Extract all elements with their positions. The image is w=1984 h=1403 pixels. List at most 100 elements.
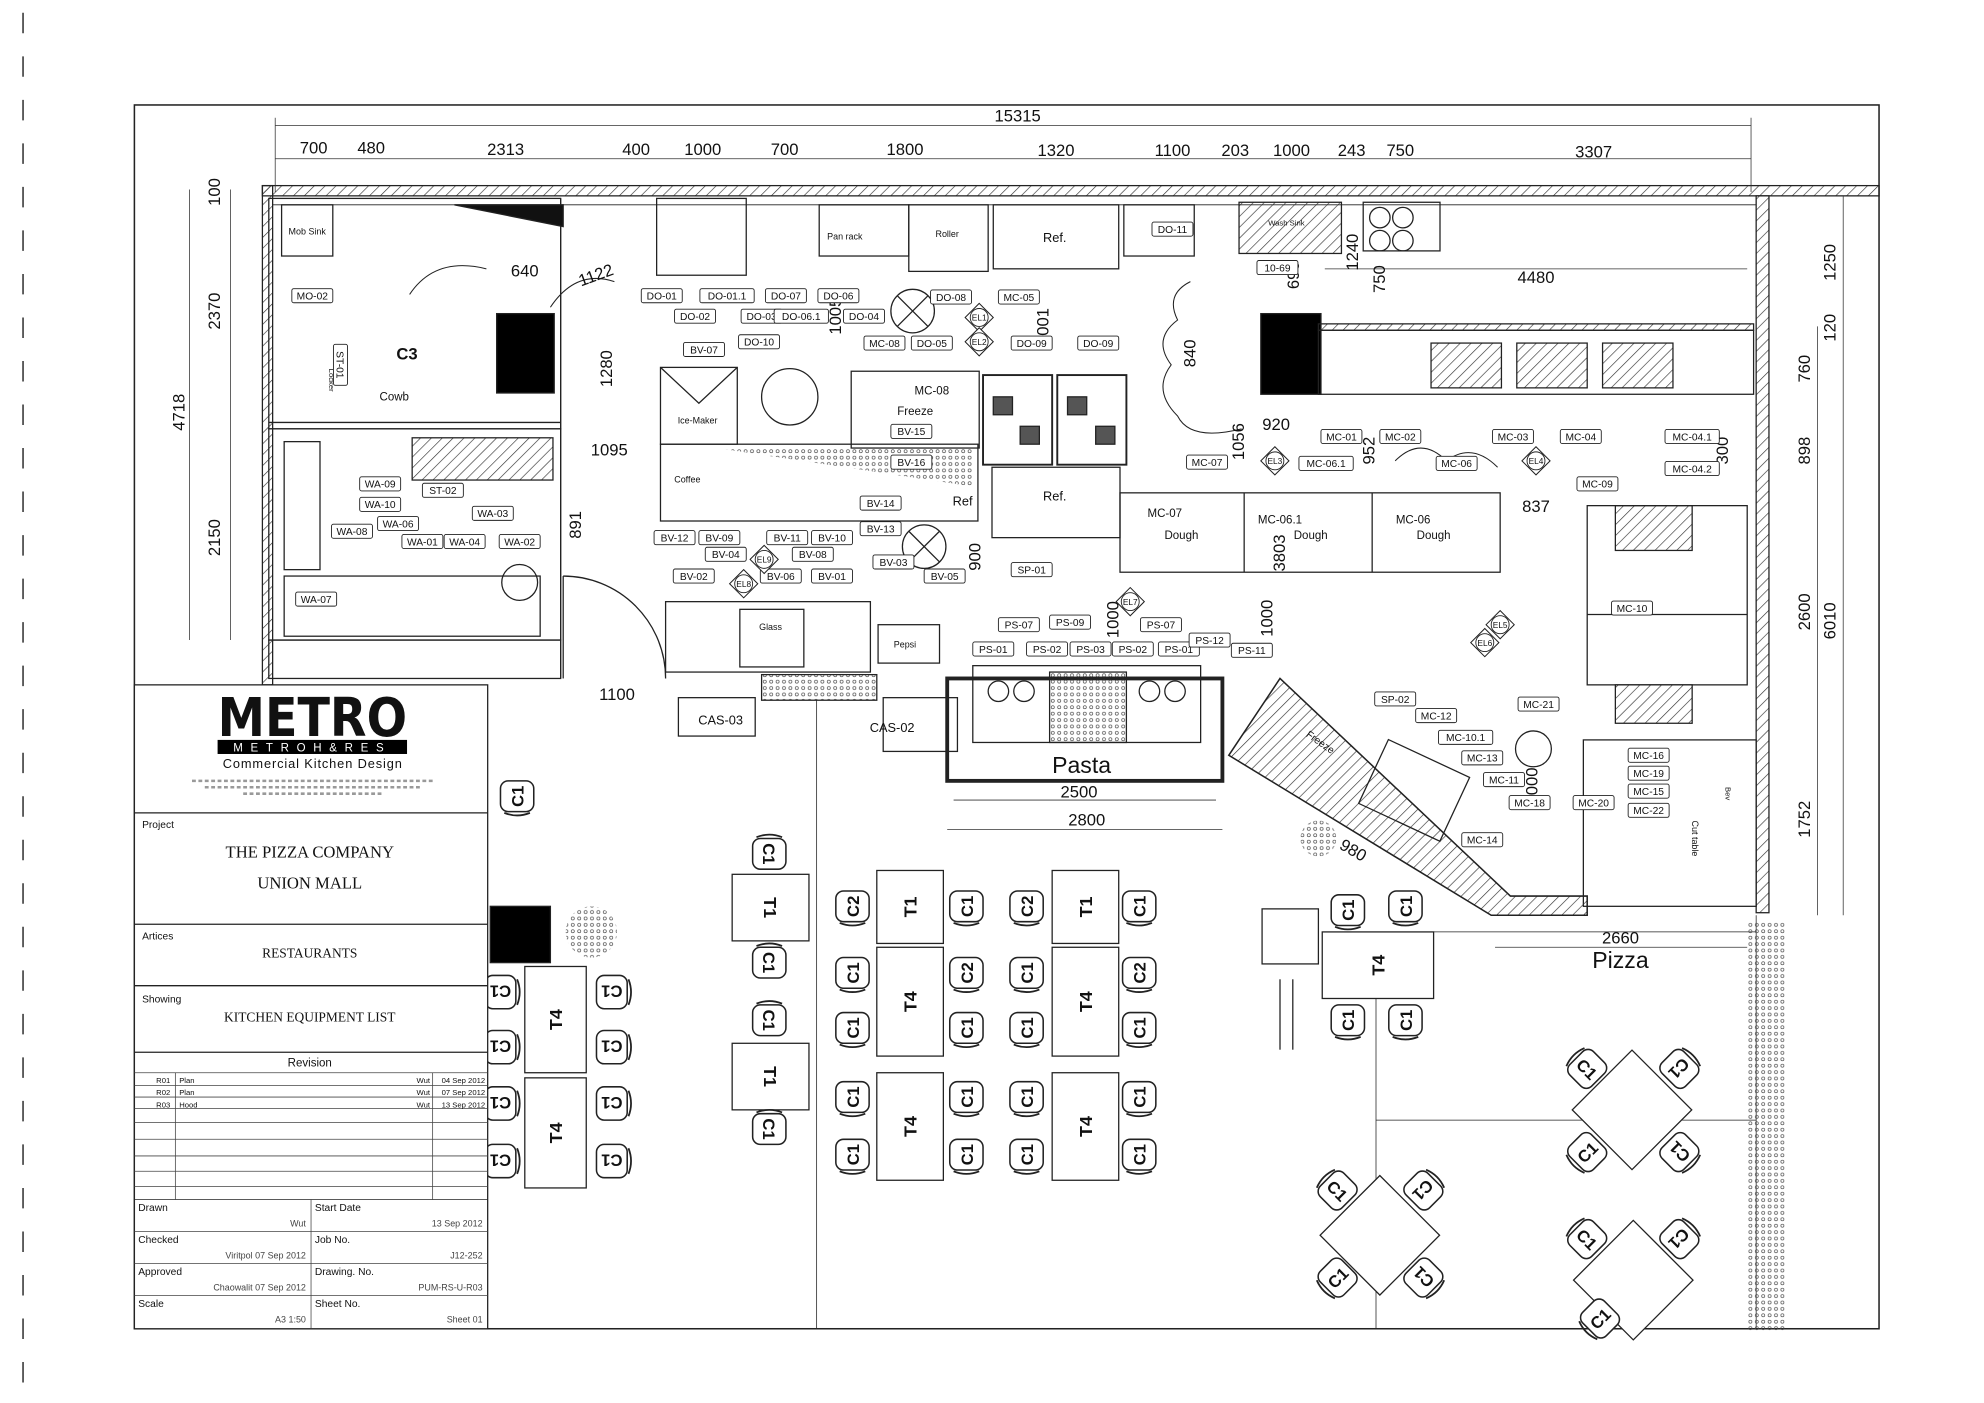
chair-label: C1	[759, 1010, 778, 1031]
chair: C1	[1009, 1138, 1044, 1175]
dimension-label: 1280	[597, 350, 616, 387]
equipment-tag-label: DO-11	[1158, 225, 1188, 236]
equipment-tag-label: BV-07	[690, 345, 718, 356]
dimension-label: 1100	[599, 685, 635, 704]
dining-table: T4	[1051, 1072, 1120, 1181]
title-block: METRO METROH&RES Commercial Kitchen Desi…	[133, 684, 489, 1330]
equipment-tag-label: MC-21	[1523, 700, 1554, 711]
area-label: Cowb	[380, 392, 409, 404]
approved-label: Approved	[138, 1267, 182, 1278]
equipment-tag-label: MC-02	[1385, 432, 1416, 443]
equipment-tag-label: MC-09	[1582, 480, 1613, 491]
area-label: C3	[396, 345, 417, 364]
equipment-tag-label: MC-05	[1004, 293, 1035, 304]
equipment-tags: MO-02ST-01WA-09WA-10ST-02WA-03WA-08WA-06…	[291, 221, 1720, 848]
equipment-tag-label: BV-06	[767, 572, 795, 583]
equipment-tag: BV-07	[683, 341, 725, 357]
equipment-tag: BV-14	[859, 495, 902, 511]
chair-label: C1	[601, 1037, 622, 1056]
equipment-tag: WA-03	[471, 505, 514, 521]
equipment-tag-label: WA-04	[449, 537, 480, 548]
dimension-label: 2660	[1602, 928, 1639, 947]
dimension-label: 1122	[576, 260, 616, 290]
equipment-tag-label: MC-15	[1633, 787, 1664, 798]
dimension-label: 243	[1338, 141, 1366, 160]
equipment-tag: MC-14	[1461, 832, 1504, 848]
articles-label: Artices	[142, 932, 173, 943]
checked-value: Viritpol 07 Sep 2012	[225, 1250, 305, 1260]
chair: C1	[1388, 890, 1423, 927]
dimension-label: 750	[1370, 265, 1389, 293]
chair-label: C1	[759, 843, 778, 864]
equipment-tag: PS-07	[1140, 617, 1182, 633]
equipment-tag-label: MC-06.1	[1306, 459, 1346, 470]
equipment-tag: DO-08	[930, 289, 972, 305]
chair: C1	[948, 890, 984, 927]
equipment-tag: DO-09	[1077, 335, 1120, 351]
chair: C1	[1315, 1168, 1358, 1211]
chair: C1	[1121, 1080, 1157, 1118]
elevation-marker: EL3	[1260, 446, 1290, 476]
dining-table: T4	[876, 1072, 944, 1181]
equipment-tag: DO-01.1	[699, 288, 755, 304]
equipment-tag-label: DO-01.1	[708, 292, 747, 303]
equipment-tag: MC-22	[1627, 802, 1670, 818]
equipment-tag: MC-03	[1492, 429, 1534, 445]
dimension-label: 1000	[1257, 600, 1276, 637]
chair-label: C1	[844, 1144, 863, 1165]
dimension-label: 4480	[1518, 268, 1555, 287]
project-location: UNION MALL	[257, 873, 362, 892]
equipment-tag-label: 10-69	[1264, 263, 1290, 274]
dimension-label: 1250	[1821, 244, 1840, 281]
equipment-tag: WA-01	[401, 533, 444, 549]
area-label: Ref	[953, 494, 973, 509]
chair: C1	[835, 1011, 870, 1049]
equipment-tag-label: BV-05	[931, 572, 959, 583]
start-date-label: Start Date	[315, 1203, 361, 1214]
dimension-label: 700	[300, 139, 328, 158]
revision-table	[134, 1072, 488, 1329]
elevation-label: EL8	[736, 579, 751, 589]
equipment-tag: MC-06.1	[1298, 455, 1354, 471]
dimension-label: 900	[965, 543, 984, 571]
dimension-label: 891	[566, 511, 585, 539]
equipment-tag: DO-04	[843, 308, 885, 324]
chair: C1	[1565, 1131, 1608, 1174]
equipment-tag-label: MC-01	[1326, 432, 1357, 443]
revision-desc: Plan	[179, 1088, 194, 1097]
elevation-label: EL4	[1529, 456, 1544, 466]
dimension-label: 640	[511, 262, 539, 281]
equipment-tag: WA-09	[359, 476, 402, 492]
equipment-tag-label: BV-02	[680, 572, 708, 583]
equipment-tag-label: MC-03	[1498, 432, 1529, 443]
table-label: T4	[546, 1009, 566, 1030]
equipment-tag: MC-04.2	[1664, 461, 1720, 477]
dimension-label: 840	[1181, 339, 1200, 367]
equipment-tag: MC-04.1	[1664, 429, 1720, 445]
equipment-tag-label: MC-04.1	[1673, 432, 1713, 443]
equipment-tag-label: PS-07	[1147, 621, 1176, 632]
equipment-tag-label: DO-09	[1017, 339, 1047, 350]
dimension-label: 1095	[591, 441, 628, 460]
chair: C1	[1330, 894, 1366, 931]
equipment-tag: BV-04	[704, 546, 747, 562]
chair: C1	[595, 1143, 632, 1179]
chair: C1	[948, 1138, 984, 1175]
chair: C1	[1565, 1217, 1608, 1260]
sheet-no-value: Sheet 01	[447, 1314, 483, 1324]
chair-label: C1	[844, 1086, 863, 1107]
chair-label: C1	[490, 982, 511, 1001]
equipment-tag: WA-07	[295, 591, 338, 607]
dimension-label: 750	[1386, 141, 1414, 160]
chair: C1	[835, 1080, 870, 1118]
dimension-label: 1100	[1155, 141, 1191, 160]
equipment-tag-label: PS-02	[1119, 645, 1148, 656]
area-label: Locker	[327, 369, 336, 392]
dimension-label: 2600	[1795, 593, 1814, 630]
equipment-tag: MC-07	[1186, 454, 1228, 470]
equipment-tag: PS-02	[1026, 641, 1068, 657]
dimension-label: 120	[1821, 314, 1840, 342]
elevation-marker: EL8	[728, 568, 759, 599]
table-label: T1	[760, 897, 780, 918]
